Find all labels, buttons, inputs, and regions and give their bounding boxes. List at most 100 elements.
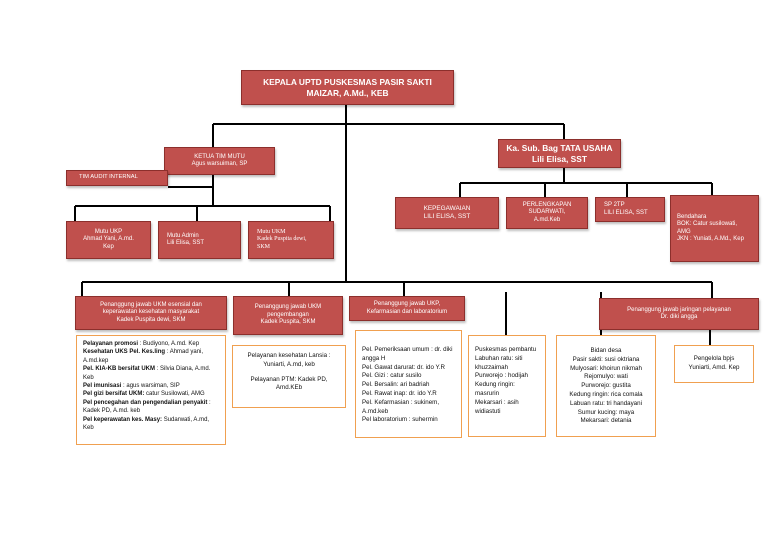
ukm-esensial-item: Pel gizi bersifat UKM: catur Susilowati,…: [83, 390, 219, 398]
mutu-admin-title: Mutu Admin: [167, 232, 199, 239]
bendahara-jkn: JKN : Yuniati, A.Md., Kep: [677, 236, 744, 242]
pj-ukm-pengembangan-box: Penanggung jawab UKM pengembangan Kadek …: [233, 296, 343, 335]
pj-ukm-pengembangan-line2: pengembangan: [267, 311, 309, 318]
pj-ukm-esensial-name: Kadek Puspita dewi, SKM: [116, 316, 186, 323]
ukp-item: Pel. Gawat darurat: dr. ido Y.R: [362, 363, 446, 371]
mutu-admin-box: Mutu Admin Lili Elisa, SST: [158, 221, 241, 259]
pj-jaringan-name: Dr. diki angga: [660, 314, 698, 320]
bidan-desa-item: Purworejo: gustita: [581, 382, 631, 390]
kepegawaian-title: KEPEGAWAIAN: [423, 205, 471, 212]
mutu-ukm-title: Mutu UKM: [257, 228, 286, 235]
mutu-ukm-box: Mutu UKM Kadek Puspita dewi, SKM: [248, 221, 334, 259]
ukp-list: Pel. Pemeriksaan umum : dr. diki angga H…: [355, 330, 462, 438]
ukp-item: Pel. Rawat inap: dr. ido Y.R: [362, 389, 437, 397]
ukp-item: Pel. Bersalin: ari badriah: [362, 381, 430, 389]
pj-ukm-esensial-line2: keperawatan kesehatan masyarakat: [102, 309, 200, 316]
pj-ukp-box: Penanggung jawab UKP, Kefarmasian dan la…: [349, 296, 465, 321]
ukm-esensial-item-person: : Budiyono, A.md. Kep: [138, 341, 200, 347]
mutu-admin-name: Lili Elisa, SST: [167, 240, 205, 246]
ukm-esensial-item: Pelayanan promosi : Budiyono, A.md. Kep: [83, 340, 219, 348]
head-name: MAIZAR, A.Md., KEB: [306, 87, 389, 98]
ukm-esensial-item-label: Kesehatan UKS Pel. Kes.ling: [83, 349, 166, 356]
pustu-item: Labuhan ratu: siti khuzzaimah: [475, 354, 523, 371]
bidan-desa-item: Rejomulyo: wati: [584, 373, 628, 381]
pj-jaringan-line1: Penanggung jawab jaringan pelayanan: [627, 306, 731, 313]
ketua-tim-mutu-title: KETUA TIM MUTU: [194, 153, 245, 160]
ukm-esensial-item: Pel. KIA-KB bersifat UKM : Silvia Diana,…: [83, 365, 219, 382]
ukm-esensial-item: Pel pencegahan dan pengendalian penyakit…: [83, 399, 219, 416]
kepegawaian-name: LILI ELISA, SST: [423, 213, 471, 220]
ukm-esensial-item-label: Pel keperawatan kes. Masy:: [83, 416, 163, 423]
ka-sub-bag-tu-title: Ka. Sub. Bag TATA USAHA: [506, 143, 613, 153]
pj-ukm-pengembangan-name: Kadek Puspita, SKM: [260, 319, 316, 326]
bendahara-title: Bendahara: [677, 213, 707, 220]
pustu-item: Kedung ringin: masrurin: [475, 381, 515, 397]
bpjs-name: Yuniarti, Amd. Kep: [688, 363, 740, 371]
ukp-item: Pel. Gizi : catur susilo: [362, 372, 422, 380]
ketua-tim-mutu-box: KETUA TIM MUTU Agus warsuiman, SP: [164, 147, 275, 175]
mutu-ukp-role: Kep: [103, 243, 114, 250]
bendahara-bok-role: AMG: [677, 228, 691, 235]
ukm-esensial-item-label: Pelayanan promosi: [83, 341, 139, 347]
mutu-ukp-name: Ahmad Yani, A.md.: [83, 236, 134, 243]
bpjs-title: Pengelola bpjs: [693, 355, 735, 362]
bidan-desa-item: Pasir sakti: susi oktriana: [572, 355, 640, 363]
ukm-esensial-item-label: Pel. KIA-KB bersifat UKM: [83, 366, 156, 373]
ukm-esensial-item: Pel imunisasi : agus warsiman, SIP: [83, 382, 219, 390]
pustu-item: Purworejo : hodijah: [475, 372, 528, 380]
head-box: KEPALA UPTD PUSKESMAS PASIR SAKTI MAIZAR…: [241, 70, 454, 105]
bendahara-bok: BOK: Catur susilowati,: [677, 221, 738, 227]
bidan-desa-item: Mekarsari: detania: [580, 417, 632, 425]
perlengkapan-box: PERLENGKAPAN SUDARWATI, A.md.Keb: [506, 197, 588, 229]
pj-ukm-esensial-line1: Penanggung jawab UKM esensial dan: [100, 301, 202, 308]
mutu-ukm-role: SKM: [257, 243, 271, 250]
mutu-ukp-box: Mutu UKP Ahmad Yani, A.md. Kep: [66, 221, 151, 259]
ukm-esensial-item-label: Pel imunisasi: [83, 382, 122, 389]
bpjs-box: Pengelola bpjs Yuniarti, Amd. Kep: [674, 345, 754, 383]
ukm-esensial-item-person: catur Susilowati, AMG: [144, 391, 205, 398]
ukp-item: Pel. Pemeriksaan umum : dr. diki angga H: [362, 346, 453, 362]
bidan-desa-item: Sumur kucing: maya: [577, 408, 635, 416]
ukm-pengembangan-item: Pelayanan PTM: Kadek PD, Amd.KEb: [250, 375, 328, 392]
perlengkapan-name: SUDARWATI,: [528, 209, 566, 216]
pj-ukm-pengembangan-line1: Penanggung jawab UKM: [254, 304, 322, 311]
bidan-desa-item: Mulyosari: khoirun nikmah: [570, 364, 642, 372]
bidan-desa-item: Kedung ringin: rica comala: [569, 390, 643, 398]
bidan-desa-item: Bidan desa: [590, 347, 622, 354]
perlengkapan-role: A.md.Keb: [533, 216, 561, 223]
ukm-esensial-item: Kesehatan UKS Pel. Kes.ling : Ahmad yani…: [83, 348, 219, 365]
ketua-tim-mutu-name: Agus warsuiman, SP: [191, 161, 248, 167]
tim-audit-internal-box: TIM AUDIT INTERNAL: [66, 170, 168, 186]
tim-audit-internal-label: TIM AUDIT INTERNAL: [79, 174, 138, 181]
sp2tp-title: SP 2TP: [604, 202, 625, 208]
ukm-esensial-item-person: : Kadek PD, A.md. keb: [83, 399, 211, 415]
kepegawaian-box: KEPEGAWAIAN LILI ELISA, SST: [395, 197, 499, 229]
pj-ukp-line2: Kefarmasian dan laboratorium: [366, 308, 448, 315]
pj-jaringan-box: Penanggung jawab jaringan pelayanan Dr. …: [599, 298, 759, 330]
ukm-pengembangan-item: Pelayanan kesehatan Lansia : Yuniarti, A…: [247, 352, 331, 368]
ukm-esensial-item: Pel keperawatan kes. Masy: Sudarwati, A.…: [83, 416, 219, 433]
ukm-esensial-item-person: : Ahmad yani, A.md.kep: [83, 349, 204, 364]
ka-sub-bag-tu-box: Ka. Sub. Bag TATA USAHA Lili Elisa, SST: [498, 139, 621, 168]
pustu-item: Mekarsari : asih widiastuti: [475, 398, 519, 415]
ka-sub-bag-tu-name: Lili Elisa, SST: [532, 153, 587, 164]
bendahara-box: Bendahara BOK: Catur susilowati, AMG JKN…: [670, 195, 759, 262]
mutu-ukp-title: Mutu UKP: [94, 228, 123, 235]
ukp-item: Pel laboratorium : suhermin: [362, 416, 438, 424]
ukm-esensial-item-person: : Silvia Diana, A.md. Keb: [83, 366, 211, 381]
ukm-pengembangan-list: Pelayanan kesehatan Lansia : Yuniarti, A…: [232, 345, 346, 408]
pj-ukm-esensial-box: Penanggung jawab UKM esensial dan kepera…: [75, 296, 227, 330]
head-title: KEPALA UPTD PUSKESMAS PASIR SAKTI: [263, 77, 432, 87]
perlengkapan-title: PERLENGKAPAN: [522, 201, 572, 208]
ukm-esensial-item-label: Pel gizi bersifat UKM:: [83, 391, 145, 398]
pj-ukp-line1: Penanggung jawab UKP,: [373, 301, 441, 307]
ukm-esensial-item-person: : agus warsiman, SIP: [121, 382, 180, 389]
ukm-esensial-item-person: Sudarwati, A.md, Keb: [83, 416, 210, 431]
ukp-item: Pel. Kefarmasian : sukinem, A.md.keb: [362, 398, 440, 415]
ukm-esensial-item-label: Pel pencegahan dan pengendalian penyakit: [83, 399, 208, 406]
mutu-ukm-name: Kadek Puspita dewi,: [257, 236, 307, 243]
bidan-desa-item: Labuan ratu: tri handayani: [570, 399, 642, 407]
